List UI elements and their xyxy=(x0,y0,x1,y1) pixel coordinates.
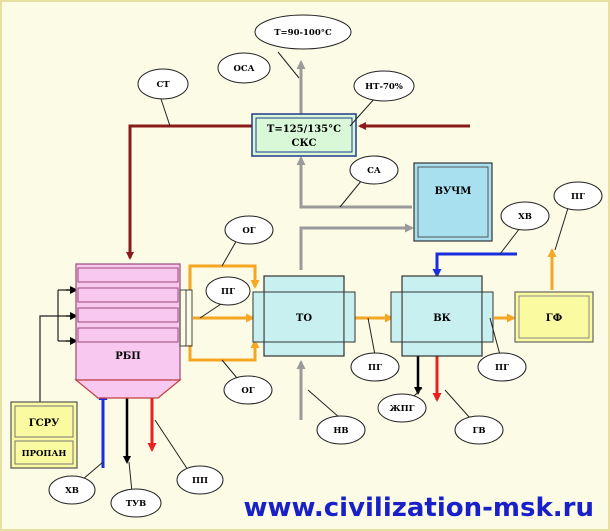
callout-zhpg: ЖПГ xyxy=(377,393,427,423)
callout-osa: ОСА xyxy=(217,52,271,84)
propane-label: ПРОПАН xyxy=(22,449,67,459)
svg-text:ПП: ПП xyxy=(192,476,208,486)
sks-temp-label: T=125/135°C xyxy=(267,124,341,135)
svg-text:ОГ: ОГ xyxy=(241,386,254,396)
gsru-unit[interactable]: ГСРУ ПРОПАН xyxy=(10,401,78,469)
callout-og-bottom: ОГ xyxy=(223,375,273,405)
callout-osa-temp: T=90-100°C xyxy=(254,14,352,50)
callout-nv: НВ xyxy=(316,415,366,445)
svg-text:НТ-70%: НТ-70% xyxy=(365,82,403,92)
callout-pg-gf: ПГ xyxy=(553,181,603,211)
svg-text:ОСА: ОСА xyxy=(233,64,254,74)
to-label: ТО xyxy=(296,313,312,324)
callout-hv-bottom: ХВ xyxy=(48,475,96,505)
steam-line-to-rbp xyxy=(126,124,252,260)
svg-text:ХВ: ХВ xyxy=(65,486,79,496)
callout-tuv: ТУВ xyxy=(110,488,162,518)
svg-text:ОГ: ОГ xyxy=(242,226,255,236)
blue-line-hv-vk xyxy=(432,252,517,278)
orange-line-og-bottom xyxy=(188,339,260,362)
callout-sa: СА xyxy=(349,155,399,185)
svg-text:ПГ: ПГ xyxy=(571,192,585,202)
svg-text:ПГ: ПГ xyxy=(495,363,509,373)
gf-label: ГФ xyxy=(546,313,563,324)
callout-nt: НТ-70% xyxy=(353,70,415,102)
svg-text:ХВ: ХВ xyxy=(518,212,532,222)
rbp-label: РБП xyxy=(115,351,141,362)
callout-st: СТ xyxy=(137,68,189,100)
svg-text:ПГ: ПГ xyxy=(221,287,235,297)
vuchm-unit[interactable]: ВУЧМ xyxy=(413,162,493,242)
gray-line-to-vuchm xyxy=(299,223,414,270)
callout-hv-vk: ХВ xyxy=(500,201,550,231)
callout-gv: ГВ xyxy=(454,415,504,445)
gsru-label: ГСРУ xyxy=(29,418,60,429)
vuchm-label: ВУЧМ xyxy=(435,186,472,197)
sks-label: СКС xyxy=(291,138,316,149)
gsru-gas-manifold xyxy=(39,289,76,402)
callout-pg-to: ПГ xyxy=(350,352,400,382)
site-url[interactable]: www.civilization-msk.ru xyxy=(243,493,594,523)
sks-unit[interactable]: T=125/135°C СКС xyxy=(251,113,357,157)
gf-unit[interactable]: ГФ xyxy=(514,291,594,343)
svg-text:T=90-100°C: T=90-100°C xyxy=(274,28,332,38)
callout-leaders xyxy=(81,51,569,493)
callout-pg-vk: ПГ xyxy=(477,352,527,382)
svg-text:НВ: НВ xyxy=(333,426,348,436)
svg-text:ПГ: ПГ xyxy=(368,363,382,373)
to-unit[interactable]: ТО xyxy=(252,275,356,357)
svg-text:СА: СА xyxy=(367,166,381,176)
callout-pg-left: ПГ xyxy=(205,276,251,306)
gray-line-to-sks xyxy=(296,156,412,209)
svg-text:ГВ: ГВ xyxy=(472,426,485,436)
rbp-unit[interactable]: РБП xyxy=(74,263,193,399)
callout-pp: ПП xyxy=(176,465,224,495)
callout-og-top: ОГ xyxy=(224,215,274,245)
svg-text:СТ: СТ xyxy=(156,80,170,90)
svg-text:ТУВ: ТУВ xyxy=(126,499,146,509)
svg-text:ЖПГ: ЖПГ xyxy=(389,404,414,414)
vk-label: ВК xyxy=(433,313,451,324)
vk-unit[interactable]: ВК xyxy=(390,275,494,357)
